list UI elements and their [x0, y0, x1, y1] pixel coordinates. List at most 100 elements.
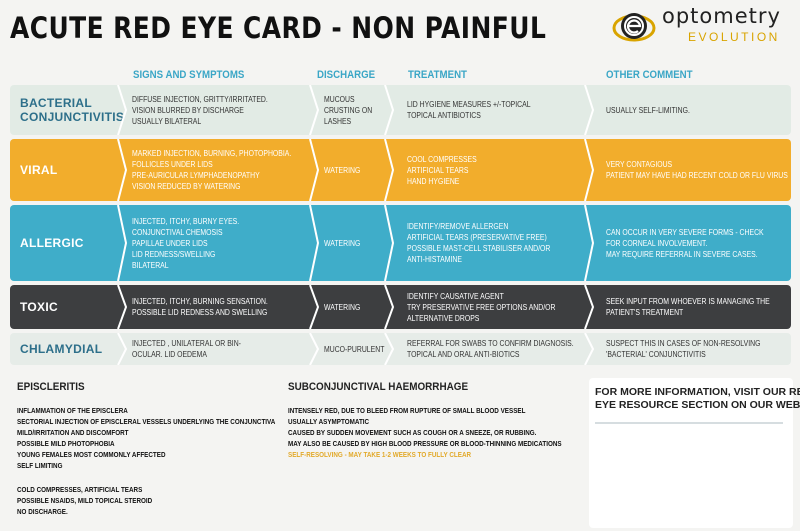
page-title: ACUTE RED EYE CARD - NON PAINFUL — [10, 11, 547, 45]
text-line: SELF LIMITING — [17, 461, 63, 470]
treatment-text: COOL COMPRESSES ARTIFICIAL TEARS HAND HY… — [407, 154, 477, 187]
chevron-separator-icon — [384, 205, 395, 281]
discharge-cell: MUCOUS CRUSTING ON LASHES — [324, 85, 380, 135]
text-line: DIFFUSE INJECTION, GRITTY/IRRITATED. — [132, 94, 268, 104]
chevron-separator-icon — [309, 139, 320, 201]
divider — [595, 422, 783, 424]
chevron-separator-icon — [584, 139, 595, 201]
text-line: MILD/IRRITATION AND DISCOMFORT — [17, 428, 129, 437]
info-box: FOR MORE INFORMATION, VISIT OUR RED EYE … — [589, 378, 800, 528]
signs-text: INJECTED, ITCHY, BURNY EYES. CONJUNCTIVA… — [132, 216, 239, 271]
text-line: MUCO-PURULENT — [324, 344, 385, 354]
text-line: ANTI-HISTAMINE — [407, 255, 462, 264]
row-name-line: CHLAMYDIAL — [20, 342, 103, 356]
text-line: MAY ALSO BE CAUSED BY HIGH BLOOD PRESSUR… — [288, 439, 562, 448]
comment-cell: SEEK INPUT FROM WHOEVER IS MANAGING THE … — [606, 285, 796, 329]
chevron-separator-icon — [584, 205, 595, 281]
text-line: FOR MORE INFORMATION, VISIT OUR RED — [595, 386, 800, 398]
signs-cell: INJECTED, ITCHY, BURNY EYES. CONJUNCTIVA… — [132, 205, 257, 281]
column-header-treatment: Treatment — [408, 69, 467, 81]
text-line: INJECTED, ITCHY, BURNY EYES. — [132, 216, 240, 226]
column-header-comment: Other Comment — [606, 69, 693, 81]
eye-logo-icon — [612, 13, 656, 42]
treatment-cell: IDENTIFY/REMOVE ALLERGEN ARTIFICIAL TEAR… — [407, 205, 574, 281]
text-line: CONJUNCTIVAL CHEMOSIS — [132, 227, 223, 237]
text-line: POSSIBLE NSAIDS, MILD TOPICAL STEROID — [17, 496, 153, 505]
signs-cell: INJECTED, ITCHY, BURNING SENSATION. POSS… — [132, 285, 290, 329]
text-line: CAN OCCUR IN VERY SEVERE FORMS - CHECK — [606, 227, 764, 237]
text-line: FOLLICLES UNDER LIDS — [132, 160, 213, 169]
text-line: SUSPECT THIS IN CASES OF NON-RESOLVING — [606, 339, 761, 348]
text-line: WATERING — [324, 165, 361, 175]
text-line: ARTIFICIAL TEARS (PRESERVATIVE FREE) — [407, 233, 547, 242]
row-name: TOXIC — [20, 285, 120, 329]
text-line: INFLAMMATION OF THE EPISCLERA — [17, 406, 128, 415]
text-line: TRY PRESERVATIVE FREE OPTIONS AND/OR — [407, 302, 556, 312]
treatment-text: LID HYGIENE MEASURES +/-TOPICAL TOPICAL … — [407, 99, 531, 121]
treatment-text: REFERRAL FOR SWABS TO CONFIRM DIAGNOSIS.… — [407, 338, 574, 360]
text-line: HAND HYGIENE — [407, 176, 460, 186]
chevron-separator-icon — [384, 139, 395, 201]
treatment-text: IDENTIFY CAUSATIVE AGENT TRY PRESERVATIV… — [407, 291, 555, 324]
text-line: TOPICAL AND ORAL ANTI-BIOTICS — [407, 350, 520, 359]
column-header-signs: SIGNS AND SYMPTOMS — [133, 69, 245, 81]
discharge-cell: MUCO-PURULENT — [324, 333, 394, 365]
chevron-separator-icon — [117, 85, 128, 135]
signs-cell: DIFFUSE INJECTION, GRITTY/IRRITATED. VIS… — [132, 85, 290, 135]
text-line: USUALLY BILATERAL — [132, 116, 202, 126]
brand-logo: optometry EVOLUTION — [608, 2, 798, 50]
chevron-separator-icon — [309, 285, 320, 329]
row-name-line: VIRAL — [20, 163, 58, 177]
text-line: POSSIBLE MILD PHOTOPHOBIA — [17, 439, 115, 448]
logo-wordmark-bottom: EVOLUTION — [688, 30, 780, 44]
discharge-text: MUCO-PURULENT — [324, 344, 384, 355]
text-line: SEEK INPUT FROM WHOEVER IS MANAGING THE — [606, 297, 770, 306]
chevron-separator-icon — [584, 333, 595, 365]
row-name-line: BACTERIAL — [20, 96, 93, 110]
chevron-separator-icon — [117, 139, 128, 201]
chevron-separator-icon — [384, 333, 395, 365]
chevron-separator-icon — [117, 205, 128, 281]
text-line: BILATERAL — [132, 260, 169, 270]
text-line: PATIENT MAY HAVE HAD RECENT COLD OR FLU … — [606, 171, 788, 180]
discharge-text: WATERING — [324, 302, 360, 313]
text-line: CRUSTING ON — [324, 105, 373, 115]
signs-text: INJECTED, ITCHY, BURNING SENSATION. POSS… — [132, 296, 268, 318]
text-line: COLD COMPRESSES, ARTIFICIAL TEARS — [17, 485, 143, 494]
comment-text: CAN OCCUR IN VERY SEVERE FORMS - CHECK F… — [606, 227, 764, 260]
text-line: USUALLY SELF-LIMITING. — [606, 105, 690, 115]
treatment-text: IDENTIFY/REMOVE ALLERGEN ARTIFICIAL TEAR… — [407, 221, 550, 265]
table-row-chlamydial: CHLAMYDIAL INJECTED , UNILATERAL OR BIN-… — [10, 333, 791, 365]
chevron-separator-icon — [309, 205, 320, 281]
chevron-separator-icon — [309, 333, 320, 365]
text-line: REFERRAL FOR SWABS TO CONFIRM DIAGNOSIS. — [407, 339, 574, 348]
text-line: LID REDNESS/SWELLING — [132, 249, 216, 259]
episcleritis-heading: EPISCLERITIS — [17, 381, 85, 393]
text-line: USUALLY ASYMPTOMATIC — [288, 417, 370, 426]
table-row-allergic: ALLERGIC INJECTED, ITCHY, BURNY EYES. CO… — [10, 205, 791, 281]
comment-cell: USUALLY SELF-LIMITING. — [606, 85, 704, 135]
subconjunctival-text: INTENSELY RED, DUE TO BLEED FROM RUPTURE… — [288, 405, 562, 460]
logo-wordmark-top: optometry — [662, 4, 781, 28]
text-line: SECTORIAL INJECTION OF EPISCLERAL VESSEL… — [17, 417, 276, 426]
text-line: LASHES — [324, 116, 352, 126]
discharge-cell: WATERING — [324, 285, 366, 329]
discharge-text: WATERING — [324, 238, 360, 249]
comment-text: SUSPECT THIS IN CASES OF NON-RESOLVING '… — [606, 338, 760, 360]
text-line: PATIENT'S TREATMENT — [606, 308, 684, 317]
text-line: ALTERNATIVE DROPS — [407, 313, 480, 323]
column-header-discharge: Discharge — [317, 69, 376, 81]
text-line: MAY REQUIRE REFERRAL IN SEVERE CASES. — [606, 249, 758, 259]
subconjunctival-heading: SUBCONJUNCTIVAL HAEMORRHAGE — [288, 381, 469, 393]
text-line: COOL COMPRESSES — [407, 154, 477, 164]
info-text: FOR MORE INFORMATION, VISIT OUR RED EYE … — [595, 386, 800, 412]
text-line: INJECTED , UNILATERAL OR BIN- — [132, 339, 241, 348]
episcleritis-text: INFLAMMATION OF THE EPISCLERA SECTORIAL … — [17, 405, 275, 471]
comment-cell: SUSPECT THIS IN CASES OF NON-RESOLVING '… — [606, 333, 786, 365]
treatment-cell: COOL COMPRESSES ARTIFICIAL TEARS HAND HY… — [407, 139, 488, 201]
text-line: ARTIFICIAL TEARS — [407, 165, 469, 175]
text-line: YOUNG FEMALES MOST COMMONLY AFFECTED — [17, 450, 166, 459]
chevron-separator-icon — [117, 333, 128, 365]
text-line: MUCOUS — [324, 94, 355, 104]
signs-cell: MARKED INJECTION, BURNING, PHOTOPHOBIA. … — [132, 139, 317, 201]
